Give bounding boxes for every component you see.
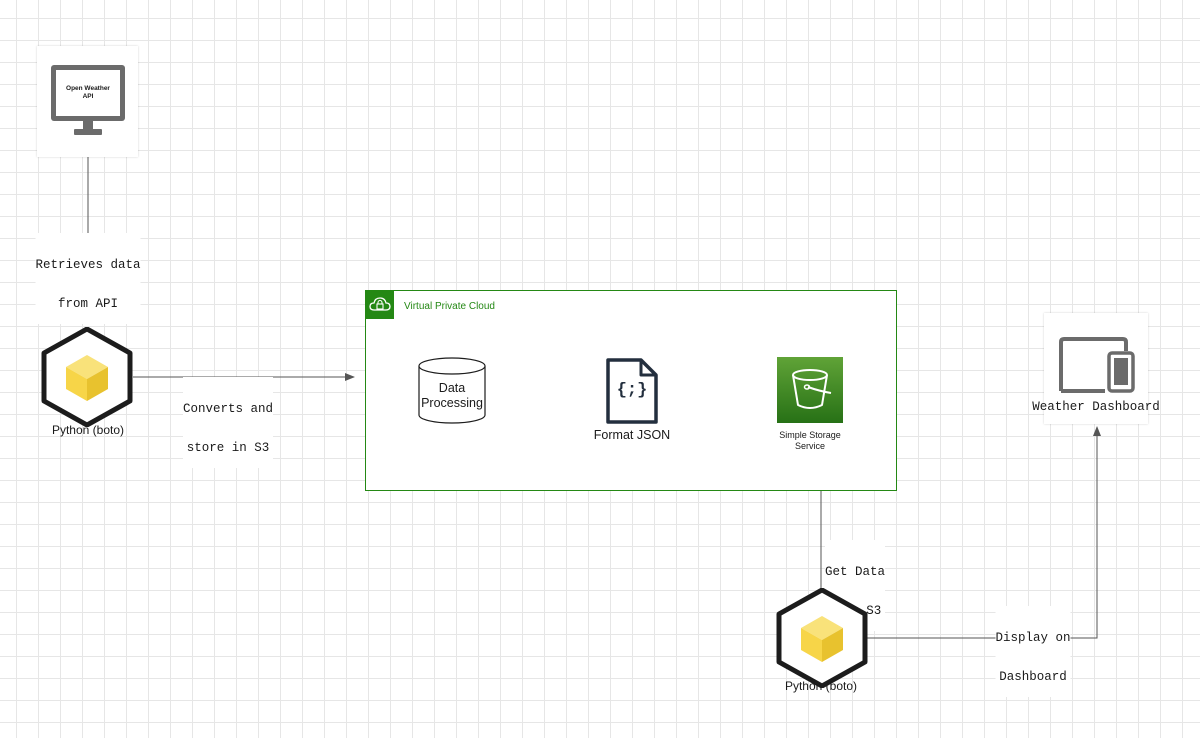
monitor-icon <box>51 65 125 135</box>
edge-python-to-dashboard <box>866 426 1101 639</box>
edge-label-converts-store: Converts and store in S3 <box>182 377 274 468</box>
edge-label-retrieves-data: Retrieves data from API <box>35 233 141 324</box>
weather-dashboard-node: Weather Dashboard <box>1032 313 1160 424</box>
vpc-group: Virtual Private Cloud Data Processing {;… <box>365 290 897 491</box>
vpc-label: Virtual Private Cloud <box>404 301 495 312</box>
json-file-glyph: {;} <box>616 381 648 400</box>
open-weather-api-label: Open Weather API <box>66 85 110 100</box>
python-boto-bottom-cube-icon <box>776 588 868 688</box>
devices-icon <box>1059 337 1135 393</box>
json-file-icon <box>606 358 658 424</box>
python-boto-cube-icon <box>41 327 133 427</box>
s3-bucket-icon <box>777 357 843 423</box>
format-json-label: Format JSON <box>593 428 671 442</box>
open-weather-api-node: Open Weather API <box>37 46 138 157</box>
python-boto-top-label: Python (boto) <box>51 423 125 437</box>
s3-label: Simple Storage Service <box>779 430 841 451</box>
data-processing-cylinder-icon <box>418 357 486 424</box>
python-boto-bottom-label: Python (boto) <box>784 679 858 693</box>
weather-dashboard-label: Weather Dashboard <box>1032 400 1160 414</box>
data-processing-label: Data Processing <box>421 381 483 410</box>
edge-label-display-dashboard: Display on Dashboard <box>995 606 1071 697</box>
cloud-lock-icon <box>366 291 394 319</box>
